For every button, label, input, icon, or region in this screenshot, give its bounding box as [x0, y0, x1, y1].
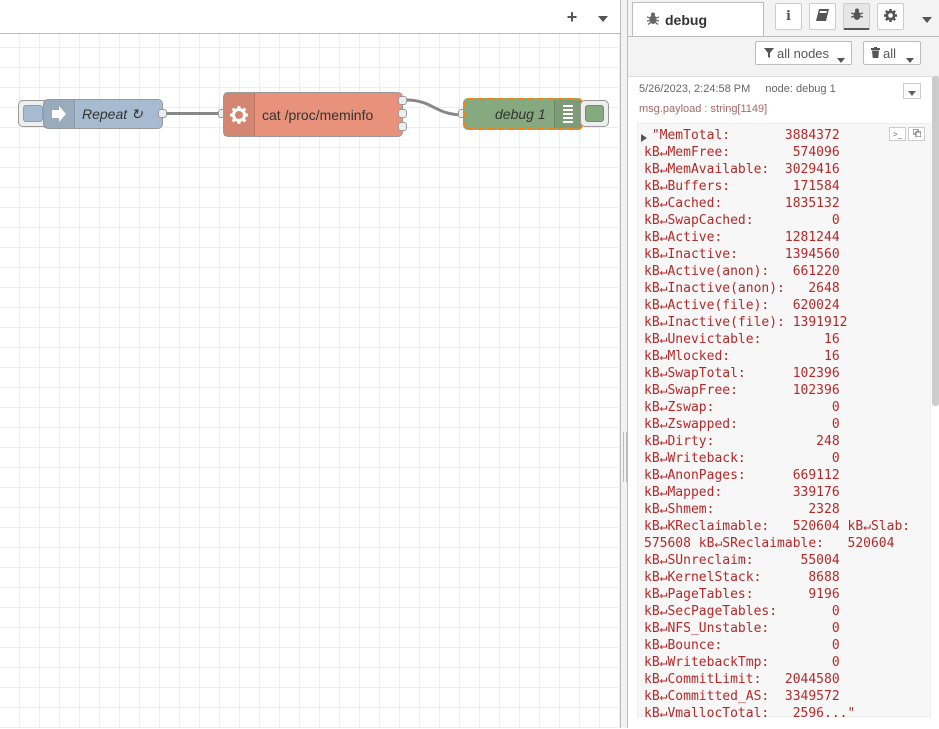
copy-icon: [912, 128, 921, 139]
payload-line: kB↵Writeback: 0: [644, 451, 840, 466]
terminal-icon: >_: [892, 129, 903, 139]
scrollbar[interactable]: [932, 76, 939, 406]
payload-line: kB↵KernelStack: 8688: [644, 570, 840, 585]
trash-icon: [871, 46, 880, 61]
payload-line: kB↵SecPageTables: 0: [644, 604, 840, 619]
caret-down-icon: [908, 84, 916, 99]
splitter-grip[interactable]: [623, 432, 627, 482]
sidebar-tabbar: debug i: [628, 0, 939, 37]
exec-stdout-port[interactable]: [398, 96, 407, 105]
gear-icon: [884, 8, 897, 25]
message-payload-box: >_ "MemTotal: 3884372 kB↵MemFree: 574096…: [637, 123, 931, 721]
message-node-name[interactable]: node: debug 1: [765, 83, 836, 95]
copy-path-button[interactable]: >_: [889, 127, 906, 141]
payload-line: kB↵Active: 1281244: [644, 230, 840, 245]
filter-nodes-label: all nodes: [777, 45, 830, 61]
message-topic: msg.payload : string[1149]: [639, 103, 768, 115]
exec-node-label: cat /proc/meminfo: [262, 106, 374, 123]
exec-node[interactable]: cat /proc/meminfo: [223, 92, 403, 137]
payload-line: 575608 kB↵SReclaimable: 520604: [644, 536, 895, 551]
payload-line: kB↵Mlocked: 16: [644, 349, 840, 364]
wire-exec-debug[interactable]: [404, 98, 466, 118]
clear-messages-label: all: [883, 45, 897, 61]
payload-line: kB↵SwapTotal: 102396: [644, 366, 840, 381]
workspace-header: +: [0, 0, 620, 34]
list-icon: [554, 100, 581, 128]
info-icon: i: [786, 9, 791, 24]
sidebar-splitter[interactable]: [620, 0, 628, 728]
debug-toolbar: all nodes all: [628, 37, 939, 75]
payload-line: kB↵Cached: 1835132: [644, 196, 840, 211]
payload-line: kB↵Mapped: 339176: [644, 485, 840, 500]
payload-line: kB↵PageTables: 9196: [644, 587, 840, 602]
tab-debug-label: debug: [665, 11, 707, 28]
debug-node-label: debug 1: [495, 106, 546, 122]
payload-line: kB↵Active(file): 620024: [644, 298, 840, 313]
message-timestamp: 5/26/2023, 2:24:58 PM: [639, 83, 751, 95]
help-tab-button[interactable]: [809, 3, 836, 30]
payload-line: kB↵Zswap: 0: [644, 400, 840, 415]
bug-icon: [850, 8, 863, 24]
message-options-button[interactable]: [903, 83, 921, 99]
payload-line: kB↵Dirty: 248: [644, 434, 840, 449]
add-flow-button[interactable]: +: [559, 4, 585, 30]
payload-line: kB↵CommitLimit: 2044580: [644, 672, 840, 687]
caret-down-icon: [922, 11, 932, 26]
payload-line: kB↵Inactive: 1394560: [644, 247, 840, 262]
debug-node[interactable]: debug 1: [463, 98, 583, 130]
debug-messages[interactable]: 5/26/2023, 2:24:58 PM node: debug 1 msg.…: [628, 76, 939, 729]
wire-inject-exec[interactable]: [167, 112, 225, 115]
payload-line: kB↵AnonPages: 669112: [644, 468, 840, 483]
caret-down-icon: [906, 51, 914, 66]
payload-line: kB↵Unevictable: 16: [644, 332, 840, 347]
info-tab-button[interactable]: i: [775, 3, 802, 30]
debug-tab-button[interactable]: [843, 3, 870, 30]
bug-icon: [646, 12, 660, 28]
payload-line: kB↵SwapCached: 0: [644, 213, 840, 228]
payload-line: kB↵SwapFree: 102396: [644, 383, 840, 398]
inject-node[interactable]: Repeat ↻: [43, 99, 163, 129]
clear-messages-button[interactable]: all: [863, 41, 921, 65]
payload-line: kB↵VmallocTotal: 2596...": [644, 706, 856, 721]
payload-line: kB↵Committed_AS: 3349572: [644, 689, 840, 704]
payload-line: kB↵Zswapped: 0: [644, 417, 840, 432]
tab-debug[interactable]: debug: [632, 2, 764, 36]
payload-line: "MemTotal: 3884372: [651, 128, 840, 143]
sidebar-menu-button[interactable]: [914, 5, 939, 31]
payload-line: kB↵MemFree: 574096: [644, 145, 840, 160]
sidebar: debug i: [628, 0, 939, 729]
inject-output-port[interactable]: [158, 109, 167, 118]
payload-line: kB↵SUnreclaim: 55004: [644, 553, 840, 568]
payload-line: kB↵Active(anon): 661220: [644, 264, 840, 279]
payload-line: kB↵Buffers: 171584: [644, 179, 840, 194]
filter-nodes-button[interactable]: all nodes: [755, 41, 852, 65]
plus-icon: +: [566, 6, 578, 27]
flow-canvas[interactable]: Repeat ↻ cat /proc/meminfo: [0, 34, 620, 728]
caret-down-icon: [598, 10, 608, 25]
payload-line: kB↵Inactive(anon): 2648: [644, 281, 840, 296]
exec-rc-port[interactable]: [398, 122, 407, 131]
book-icon: [816, 9, 829, 24]
workspace: + Repeat ↻: [0, 0, 620, 728]
debug-toggle-button[interactable]: [580, 100, 609, 127]
message-payload[interactable]: "MemTotal: 3884372 kB↵MemFree: 574096 kB…: [644, 127, 910, 722]
exec-stderr-port[interactable]: [398, 109, 407, 118]
expand-payload-icon[interactable]: [641, 130, 647, 145]
arrow-right-icon: [44, 100, 75, 128]
copy-value-button[interactable]: [908, 127, 925, 141]
inject-node-label: Repeat ↻: [82, 105, 143, 122]
config-tab-button[interactable]: [877, 3, 904, 30]
payload-line: kB↵Inactive(file): 1391912: [644, 315, 848, 330]
payload-line: kB↵KReclaimable: 520604 kB↵Slab:: [644, 519, 911, 534]
payload-line: kB↵NFS_Unstable: 0: [644, 621, 840, 636]
payload-line: kB↵Bounce: 0: [644, 638, 840, 653]
message-meta: 5/26/2023, 2:24:58 PM node: debug 1: [639, 83, 836, 95]
payload-line: kB↵Shmem: 2328: [644, 502, 840, 517]
payload-line: kB↵MemAvailable: 3029416: [644, 162, 840, 177]
flow-list-button[interactable]: [590, 4, 616, 30]
caret-down-icon: [837, 51, 845, 66]
payload-line: kB↵WritebackTmp: 0: [644, 655, 840, 670]
filter-icon: [764, 46, 774, 61]
gear-icon: [224, 93, 255, 136]
